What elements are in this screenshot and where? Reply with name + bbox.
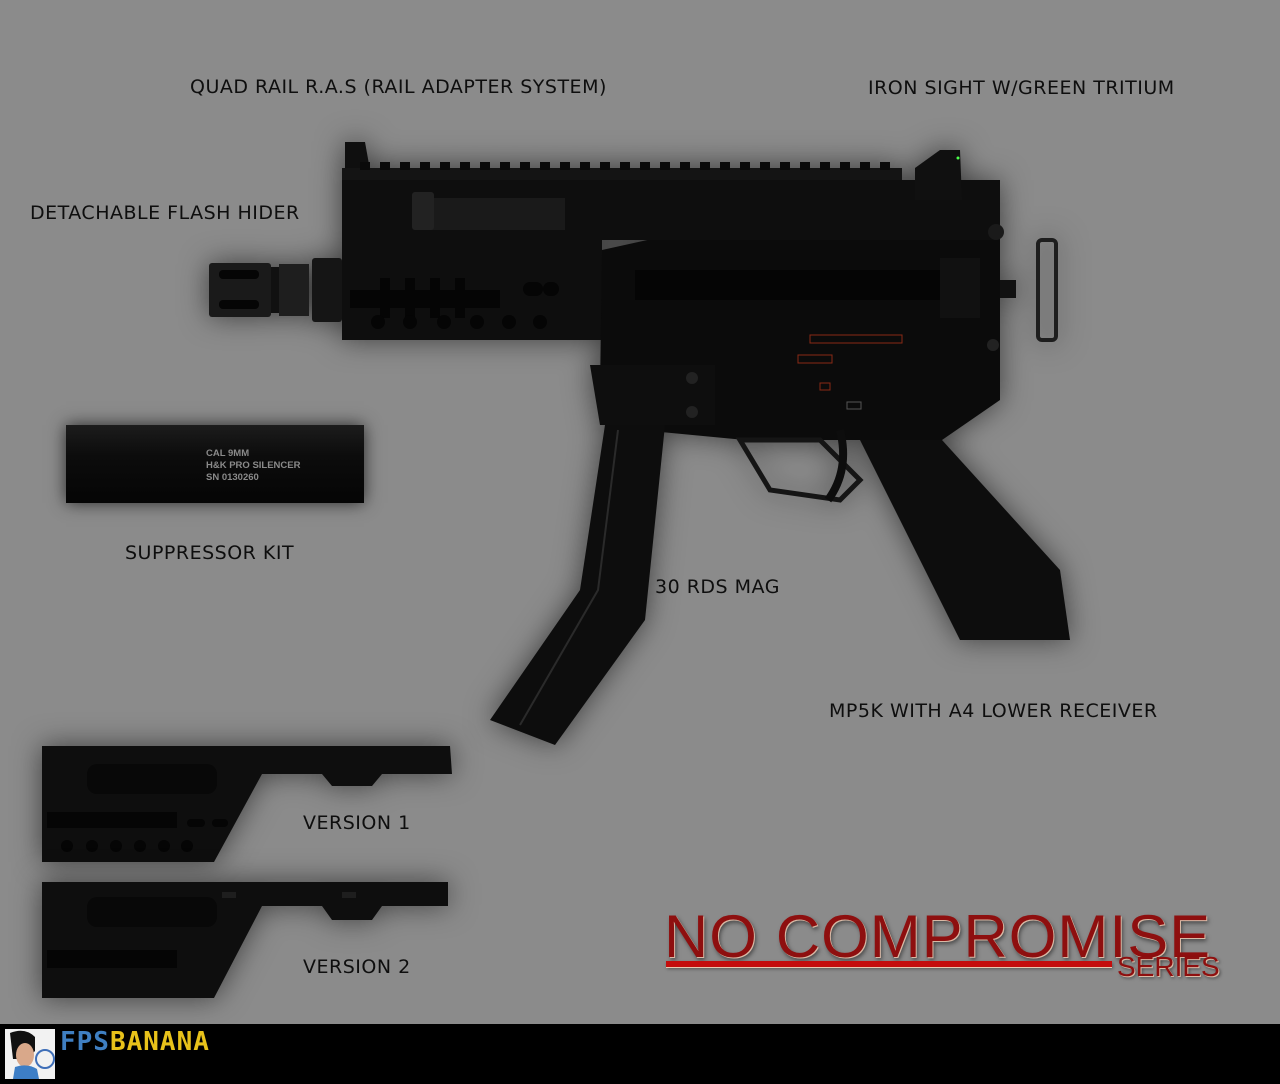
quad-rail-label: QUAD RAIL R.A.S (RAIL ADAPTER SYSTEM) [190, 76, 607, 98]
logo-fps-text: FPS [60, 1027, 110, 1057]
quad-rail-icon [342, 162, 902, 340]
iron-sight-label: IRON SIGHT W/GREEN TRITIUM [868, 77, 1175, 99]
engraving-line-2: H&K PRO SILENCER [206, 460, 301, 471]
avatar [5, 1029, 55, 1079]
version1-label: VERSION 1 [303, 812, 411, 834]
mp5k-weapon-render [200, 140, 1080, 750]
logo-banana-text: BANANA [109, 1027, 210, 1057]
magazine-icon [490, 425, 665, 745]
suppressor-kit-label: SUPPRESSOR KIT [125, 542, 295, 564]
suppressor-render: CAL 9MM H&K PRO SILENCER SN 0130260 [66, 425, 364, 503]
rail-version2-render [42, 880, 454, 1000]
brand-underline [666, 961, 1112, 967]
flash-hider-icon [209, 258, 342, 322]
suppressor-engraving: CAL 9MM H&K PRO SILENCER SN 0130260 [206, 448, 300, 484]
fpsbanana-logo[interactable]: FPSBANANA [60, 1027, 210, 1057]
mag-label: 30 RDS MAG [655, 576, 780, 598]
fpsbanana-footer: FPSBANANA [0, 1024, 1280, 1084]
brand-subtitle: SERIES [1117, 951, 1220, 982]
brand-title: NO COMPROMISE [664, 903, 1212, 970]
no-compromise-logo: NO COMPROMISE SERIES [662, 900, 1242, 1000]
engraving-line-1: CAL 9MM [206, 448, 250, 459]
receiver-label: MP5K WITH A4 LOWER RECEIVER [829, 700, 1158, 722]
flash-hider-label: DETACHABLE FLASH HIDER [30, 202, 300, 224]
iron-sight-icon [915, 150, 962, 200]
render-canvas: QUAD RAIL R.A.S (RAIL ADAPTER SYSTEM) IR… [30, 76, 1242, 1000]
rail-version1-render [42, 744, 454, 864]
pistol-grip-icon [860, 440, 1070, 640]
version2-label: VERSION 2 [303, 956, 411, 978]
engraving-line-3: SN 0130260 [206, 472, 259, 483]
